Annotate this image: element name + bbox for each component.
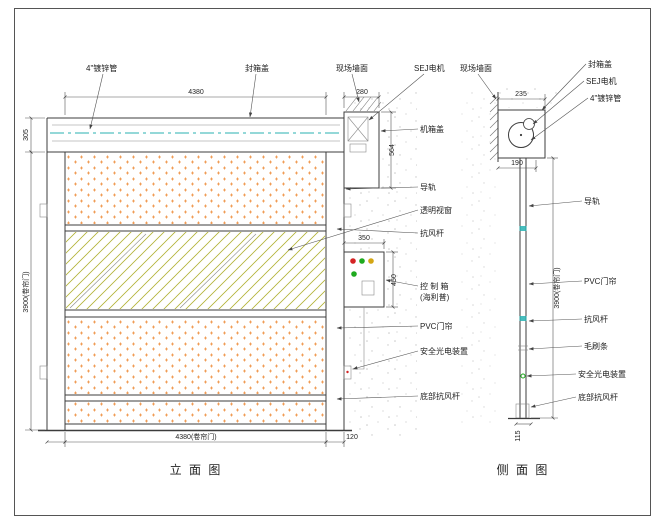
photo-eye-dot <box>346 370 349 374</box>
label-rail: 导轨 <box>420 182 436 192</box>
front-curtain-panel <box>38 153 352 432</box>
side-view: 235 190 3900(卷帘门) 115 现场墙面 封箱盖 SEJ电机 4"镀… <box>460 59 626 477</box>
front-guide-rails <box>39 152 352 430</box>
label-side-wind-bar: 抗风杆 <box>584 314 608 324</box>
dim-ctrl-height: 450 <box>391 274 398 286</box>
wall-speckle-texture <box>345 88 558 438</box>
transparent-window-band <box>66 232 325 309</box>
dim-side-door-height: 3900(卷帘门) <box>552 267 561 308</box>
label-site-wall: 现场墙面 <box>336 63 368 73</box>
label-control-box-1: 控 制 箱 <box>420 281 448 291</box>
control-button-green <box>359 258 365 264</box>
side-dimensions: 235 190 3900(卷帘门) 115 <box>496 91 561 442</box>
label-side-pipe: 4"镀锌管 <box>590 93 621 103</box>
control-button-yellow <box>368 258 374 264</box>
front-dimensions: 4380 280 305 3900(卷帘门) 564 350 450 <box>21 89 398 447</box>
dim-motor-width: 280 <box>356 89 368 96</box>
dim-ctrl-width: 350 <box>358 235 370 242</box>
dim-motor-height: 564 <box>389 144 396 156</box>
front-header-box <box>46 117 344 153</box>
side-slat <box>508 158 540 420</box>
side-photo-eye <box>520 373 526 379</box>
dim-rail-width: 120 <box>346 434 358 441</box>
side-labels: 现场墙面 封箱盖 SEJ电机 4"镀锌管 导轨 PVC门帘 抗风杆 毛刷条 安全… <box>460 59 626 408</box>
curtain-hatch-bottom <box>66 402 325 423</box>
label-window: 透明视窗 <box>420 205 452 215</box>
side-header-box <box>497 109 546 159</box>
label-bottom-bar: 底部抗风杆 <box>420 391 460 401</box>
dim-header-height: 305 <box>23 129 30 141</box>
front-view: 4380 280 305 3900(卷帘门) 564 350 450 <box>21 63 468 477</box>
dim-rail-depth: 115 <box>515 430 522 441</box>
label-side-safety: 安全光电装置 <box>578 369 626 379</box>
wall-hatch-front <box>345 96 382 112</box>
front-motor-box <box>343 96 382 189</box>
control-box <box>343 251 385 370</box>
label-pipe: 4"镀锌管 <box>86 63 117 73</box>
label-side-brush: 毛刷条 <box>584 341 608 351</box>
label-side-bottom-bar: 底部抗风杆 <box>578 392 618 402</box>
curtain-hatch-upper <box>66 153 325 224</box>
label-side-curtain: PVC门帘 <box>584 276 616 286</box>
motor-circle <box>523 118 535 130</box>
label-wind-bar: 抗风杆 <box>420 228 444 238</box>
label-machine-cover: 机箱盖 <box>420 124 444 134</box>
control-button-red <box>350 258 356 264</box>
label-side-box-cover: 封箱盖 <box>588 59 612 69</box>
label-control-box-2: (海利普) <box>420 292 450 302</box>
label-sej-motor: SEJ电机 <box>414 63 445 73</box>
side-wind-bar-lower <box>519 316 527 321</box>
side-view-title: 侧 面 图 <box>497 463 550 477</box>
side-bottom-bar <box>515 403 530 419</box>
sheet-border <box>14 8 651 516</box>
dim-bottom-width: 4380(卷帘门) <box>175 432 216 441</box>
label-side-wall: 现场墙面 <box>460 63 492 73</box>
dim-door-height: 3900(卷帘门) <box>21 271 30 312</box>
side-wind-bar-upper <box>519 226 527 231</box>
curtain-hatch-lower <box>66 318 325 394</box>
front-labels: 4"镀锌管 封箱盖 现场墙面 SEJ电机 机箱盖 导轨 透明视窗 抗风杆 控 制… <box>86 63 468 401</box>
label-pvc-curtain: PVC门帘 <box>420 321 452 331</box>
front-view-title: 立 面 图 <box>170 462 223 477</box>
dim-rail-offset: 190 <box>511 160 523 167</box>
control-button-green2 <box>351 271 357 277</box>
label-side-motor: SEJ电机 <box>586 76 617 86</box>
label-safety-device: 安全光电装置 <box>420 346 468 356</box>
dim-header-depth: 235 <box>515 91 527 98</box>
dim-top-width: 4380 <box>188 89 204 96</box>
roller-circle <box>508 122 534 148</box>
label-box-cover: 封箱盖 <box>245 63 269 73</box>
label-side-rail: 导轨 <box>584 196 600 206</box>
